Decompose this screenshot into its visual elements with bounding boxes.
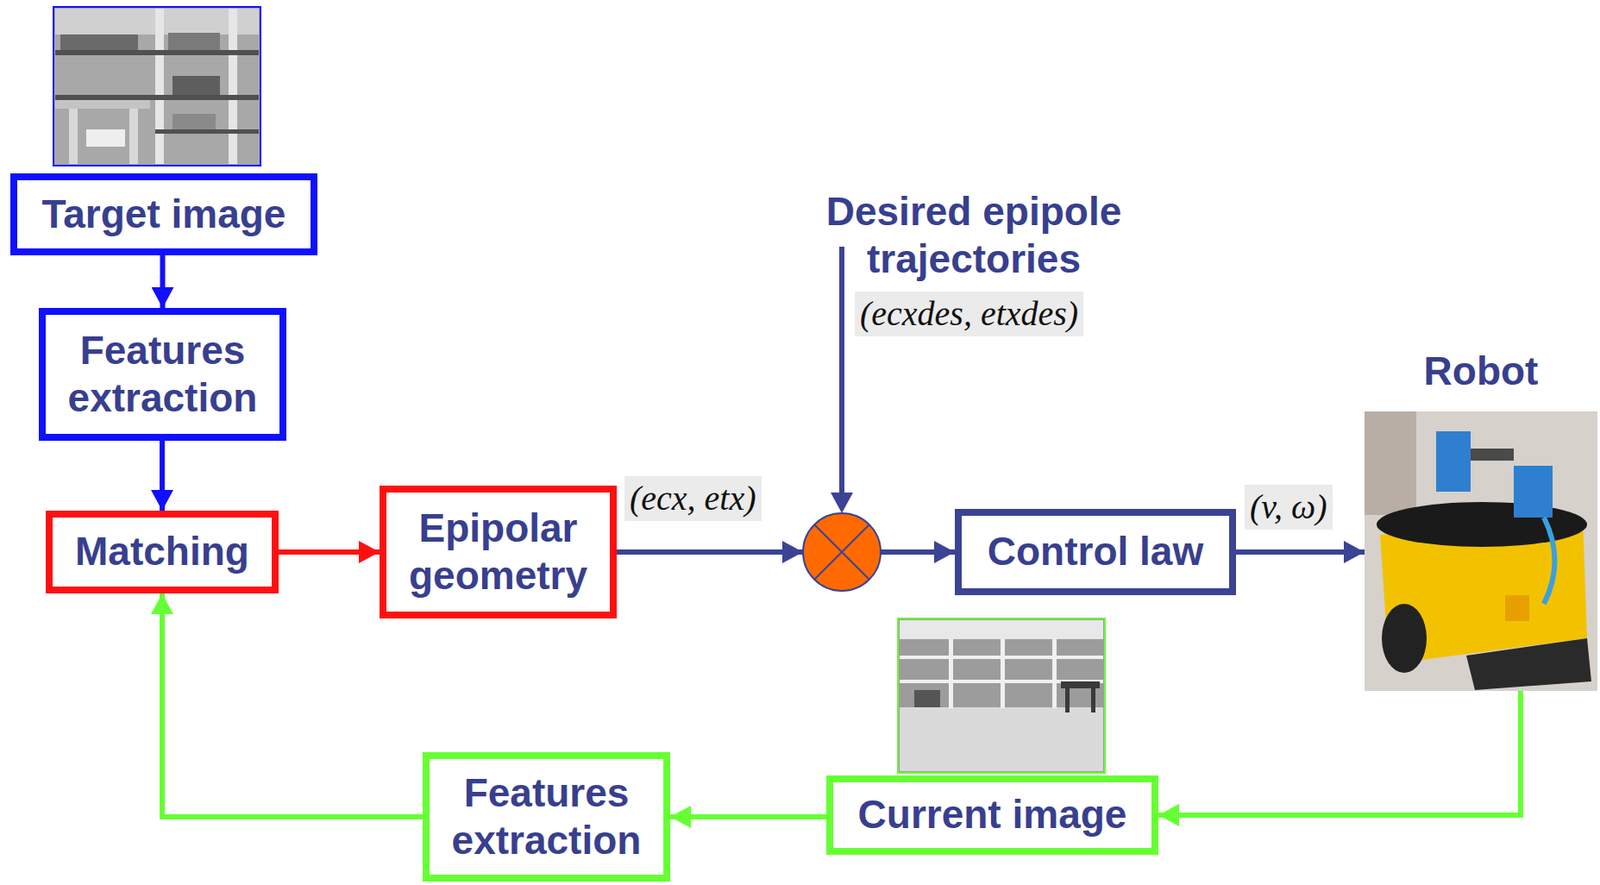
connector (1158, 690, 1521, 816)
arrow-head (782, 540, 804, 564)
shelf-board (55, 50, 259, 56)
signal-label: (v, ω) (1244, 484, 1333, 530)
connector (1236, 549, 1365, 555)
process-box: Target image (10, 173, 318, 256)
photo-ceiling (899, 620, 1104, 640)
connector (162, 593, 423, 817)
box (86, 129, 126, 147)
shelf-board (155, 129, 259, 134)
current-thumbnail (897, 618, 1105, 773)
robot-top (1376, 501, 1588, 547)
shelf-post (1052, 639, 1057, 709)
robot-node: Robot (1364, 411, 1598, 691)
process-box: Current image (826, 775, 1159, 855)
photo-floor (899, 707, 1104, 772)
table-leg (1091, 688, 1096, 713)
connector (278, 549, 380, 555)
connector (160, 255, 166, 308)
table-leg (1065, 688, 1070, 713)
shelf-post (228, 8, 238, 164)
books (168, 32, 220, 51)
node-label: Epipolar geometry (395, 504, 602, 600)
process-box: Matching (45, 510, 279, 594)
target-thumbnail (53, 6, 261, 166)
robot-arm (1436, 431, 1471, 492)
photo-frame (53, 6, 261, 166)
process-box: Features extraction (422, 752, 671, 882)
robot-panel (1505, 595, 1530, 622)
robot-wheel (1381, 603, 1427, 673)
connector (159, 440, 165, 511)
node-label: Features extraction (438, 769, 655, 865)
connector (670, 814, 827, 820)
shelf-board (55, 94, 259, 101)
junction-cross (814, 524, 870, 580)
table-top (1060, 681, 1100, 689)
table-leg (129, 108, 139, 164)
photo-ground (1364, 411, 1598, 691)
summing-junction (803, 513, 881, 591)
signal-label: (ecx, etx) (624, 476, 762, 521)
input-line (839, 246, 845, 496)
node-label: Target image (42, 190, 287, 239)
node-label: Matching (75, 527, 250, 576)
robot-bar (1470, 448, 1514, 461)
shelf-post (155, 8, 164, 164)
photo-frame (897, 618, 1105, 773)
node-label: Current image (858, 790, 1128, 839)
table-top (55, 100, 151, 109)
signal-label: (ecxdes, etxdes) (854, 291, 1084, 337)
table-leg (69, 108, 78, 164)
input-label: Desired epipole trajectories (809, 188, 1138, 283)
books (60, 34, 139, 51)
node-label: Control law (987, 527, 1204, 576)
arrow-head (830, 492, 854, 514)
process-box: Epipolar geometry (379, 485, 617, 619)
shelf-post (948, 639, 954, 709)
junction-cross (814, 524, 870, 580)
books (172, 75, 220, 95)
robot-bumper (1466, 638, 1592, 691)
robot-photo (1364, 411, 1598, 691)
robot-cable (1543, 517, 1556, 604)
chair (914, 690, 941, 708)
books (172, 113, 216, 130)
node-label: Features extraction (54, 326, 271, 422)
process-box: Features extraction (38, 307, 287, 441)
shelf-post (1000, 639, 1005, 709)
photo-background (1364, 411, 1417, 515)
process-box: Control law (954, 508, 1237, 596)
node-heading: Robot (1364, 347, 1598, 396)
robot-arm (1513, 465, 1553, 518)
